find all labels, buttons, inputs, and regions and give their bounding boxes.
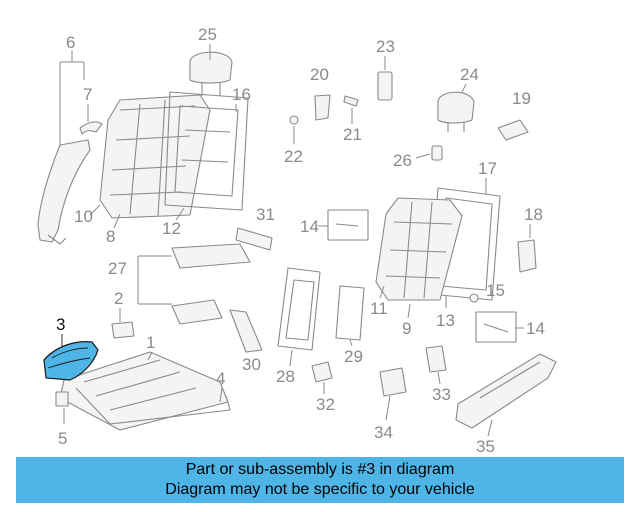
callout-9: 9 xyxy=(402,319,411,338)
seat-parts-diagram: 6 7 10 8 25 16 12 20 21 22 23 xyxy=(37,25,557,456)
callout-16: 16 xyxy=(232,85,251,104)
part-frame-29 xyxy=(335,285,365,341)
part-side-bolster xyxy=(37,121,103,245)
part-bracket-34 xyxy=(379,367,407,397)
callout-25: 25 xyxy=(198,25,217,44)
leader-27 xyxy=(137,255,172,305)
part-seatback-right-cushion xyxy=(375,197,463,301)
callout-11: 11 xyxy=(370,299,388,318)
callout-18: 18 xyxy=(524,205,543,224)
callout-13: 13 xyxy=(436,311,455,330)
part-seatback-left xyxy=(99,94,211,219)
part-screw-15 xyxy=(469,293,479,303)
part-cover-23 xyxy=(377,71,393,101)
callout-3: 3 xyxy=(56,315,65,334)
callout-30: 30 xyxy=(242,355,261,374)
part-clip-2 xyxy=(111,321,135,339)
part-seat-cushion xyxy=(59,351,231,431)
callout-35: 35 xyxy=(476,437,495,456)
leader-6-7 xyxy=(59,50,89,145)
part-frame-28 xyxy=(277,267,321,351)
callout-10: 10 xyxy=(74,207,93,226)
callout-2: 2 xyxy=(114,289,123,308)
callout-12: 12 xyxy=(162,219,181,238)
callout-33: 33 xyxy=(432,385,451,404)
part-trim-31 xyxy=(235,227,273,251)
part-bracket-33 xyxy=(425,345,447,373)
callout-29: 29 xyxy=(344,347,363,366)
callout-6: 6 xyxy=(66,33,75,52)
callout-14b: 14 xyxy=(526,319,545,338)
part-bracket-20 xyxy=(314,94,331,121)
callout-19: 19 xyxy=(512,89,531,108)
banner-line-2: Diagram may not be specific to your vehi… xyxy=(165,481,475,498)
callout-8: 8 xyxy=(106,227,115,246)
part-headrest-25 xyxy=(189,51,233,96)
callout-7: 7 xyxy=(83,85,92,104)
part-pad-27b xyxy=(171,299,223,325)
callout-28: 28 xyxy=(276,367,295,386)
callout-34: 34 xyxy=(374,423,393,442)
callout-22: 22 xyxy=(284,147,303,166)
part-bolster-35 xyxy=(455,353,557,429)
callout-23: 23 xyxy=(376,37,395,56)
part-headrest-24 xyxy=(437,91,475,132)
part-nut-22 xyxy=(289,115,299,125)
part-sleeve-26 xyxy=(431,145,443,161)
part-seatback-frame xyxy=(164,91,249,211)
part-clip-21 xyxy=(343,95,359,107)
info-banner: Part or sub-assembly is #3 in diagram Di… xyxy=(16,457,624,503)
part-bracket-18 xyxy=(517,239,537,273)
banner-line-1: Part or sub-assembly is #3 in diagram xyxy=(185,461,455,478)
callout-15: 15 xyxy=(486,281,505,300)
callout-17: 17 xyxy=(478,159,497,178)
callout-5: 5 xyxy=(58,429,67,448)
part-strip-30 xyxy=(229,309,263,353)
callout-14a: 14 xyxy=(300,217,319,236)
part-guide-19 xyxy=(497,119,529,141)
part-bolt-14a xyxy=(327,209,369,241)
callout-21: 21 xyxy=(343,125,362,144)
callout-26: 26 xyxy=(393,151,412,170)
part-clip-5 xyxy=(55,391,69,407)
callout-4: 4 xyxy=(216,369,225,388)
callout-1: 1 xyxy=(146,333,155,352)
callout-27: 27 xyxy=(108,259,127,278)
part-bolt-14b xyxy=(475,311,517,343)
part-pad-27a xyxy=(171,243,251,269)
callout-24: 24 xyxy=(460,65,479,84)
callout-31: 31 xyxy=(256,205,275,224)
callout-32: 32 xyxy=(316,395,335,414)
part-bracket-32 xyxy=(311,361,333,383)
callout-20: 20 xyxy=(310,65,329,84)
part-3-highlighted xyxy=(43,341,99,381)
